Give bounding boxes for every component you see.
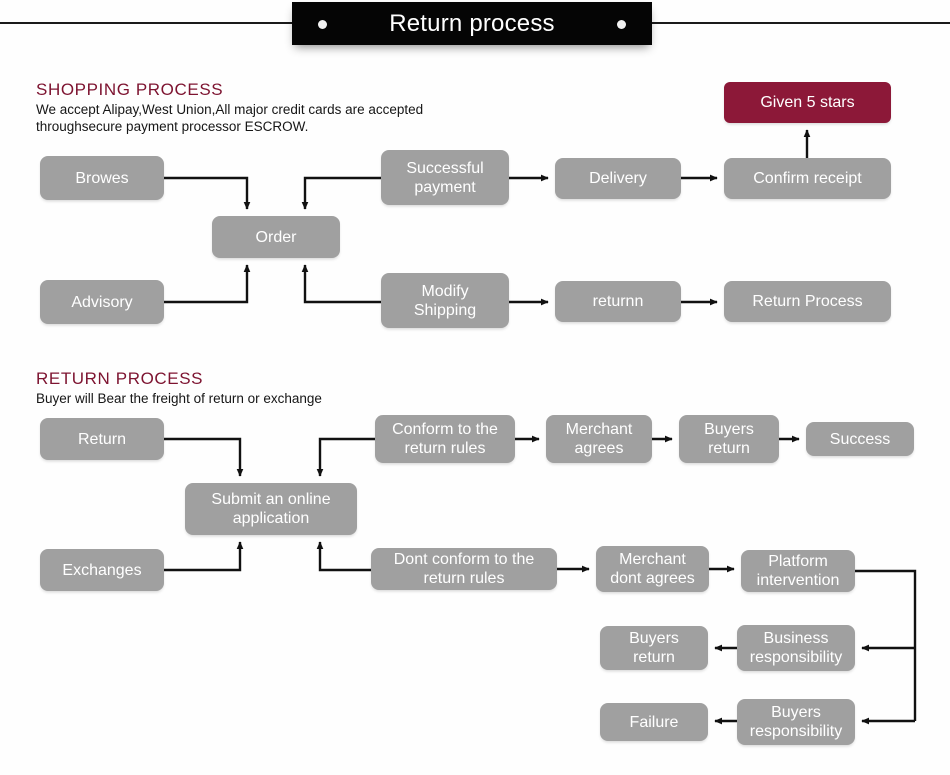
bullet-dot-icon-left bbox=[318, 20, 327, 29]
header-rule-right bbox=[650, 22, 950, 24]
return-process-heading: RETURN PROCESS bbox=[36, 369, 204, 388]
node-returnn[interactable]: returnn bbox=[555, 281, 681, 322]
node-given-5-stars[interactable]: Given 5 stars bbox=[724, 82, 891, 123]
shopping-process-description: We accept Alipay,West Union,All major cr… bbox=[36, 102, 424, 134]
shopping-process-heading: SHOPPING PROCESS bbox=[36, 80, 224, 99]
node-order[interactable]: Order bbox=[212, 216, 340, 258]
page-title: Return process bbox=[389, 10, 555, 37]
node-return-process[interactable]: Return Process bbox=[724, 281, 891, 322]
node-success[interactable]: Success bbox=[806, 422, 914, 456]
node-browes[interactable]: Browes bbox=[40, 156, 164, 200]
node-confirm-receipt[interactable]: Confirm receipt bbox=[724, 158, 891, 199]
node-exchanges[interactable]: Exchanges bbox=[40, 549, 164, 591]
node-failure[interactable]: Failure bbox=[600, 703, 708, 741]
return-process-description: Buyer will Bear the freight of return or… bbox=[36, 391, 322, 406]
node-delivery[interactable]: Delivery bbox=[555, 158, 681, 199]
node-return[interactable]: Return bbox=[40, 418, 164, 460]
header-rule-left bbox=[0, 22, 300, 24]
page-header-banner: Return process bbox=[0, 0, 950, 60]
node-advisory[interactable]: Advisory bbox=[40, 280, 164, 324]
header-plate: Return process bbox=[292, 2, 652, 45]
bullet-dot-icon-right bbox=[617, 20, 626, 29]
